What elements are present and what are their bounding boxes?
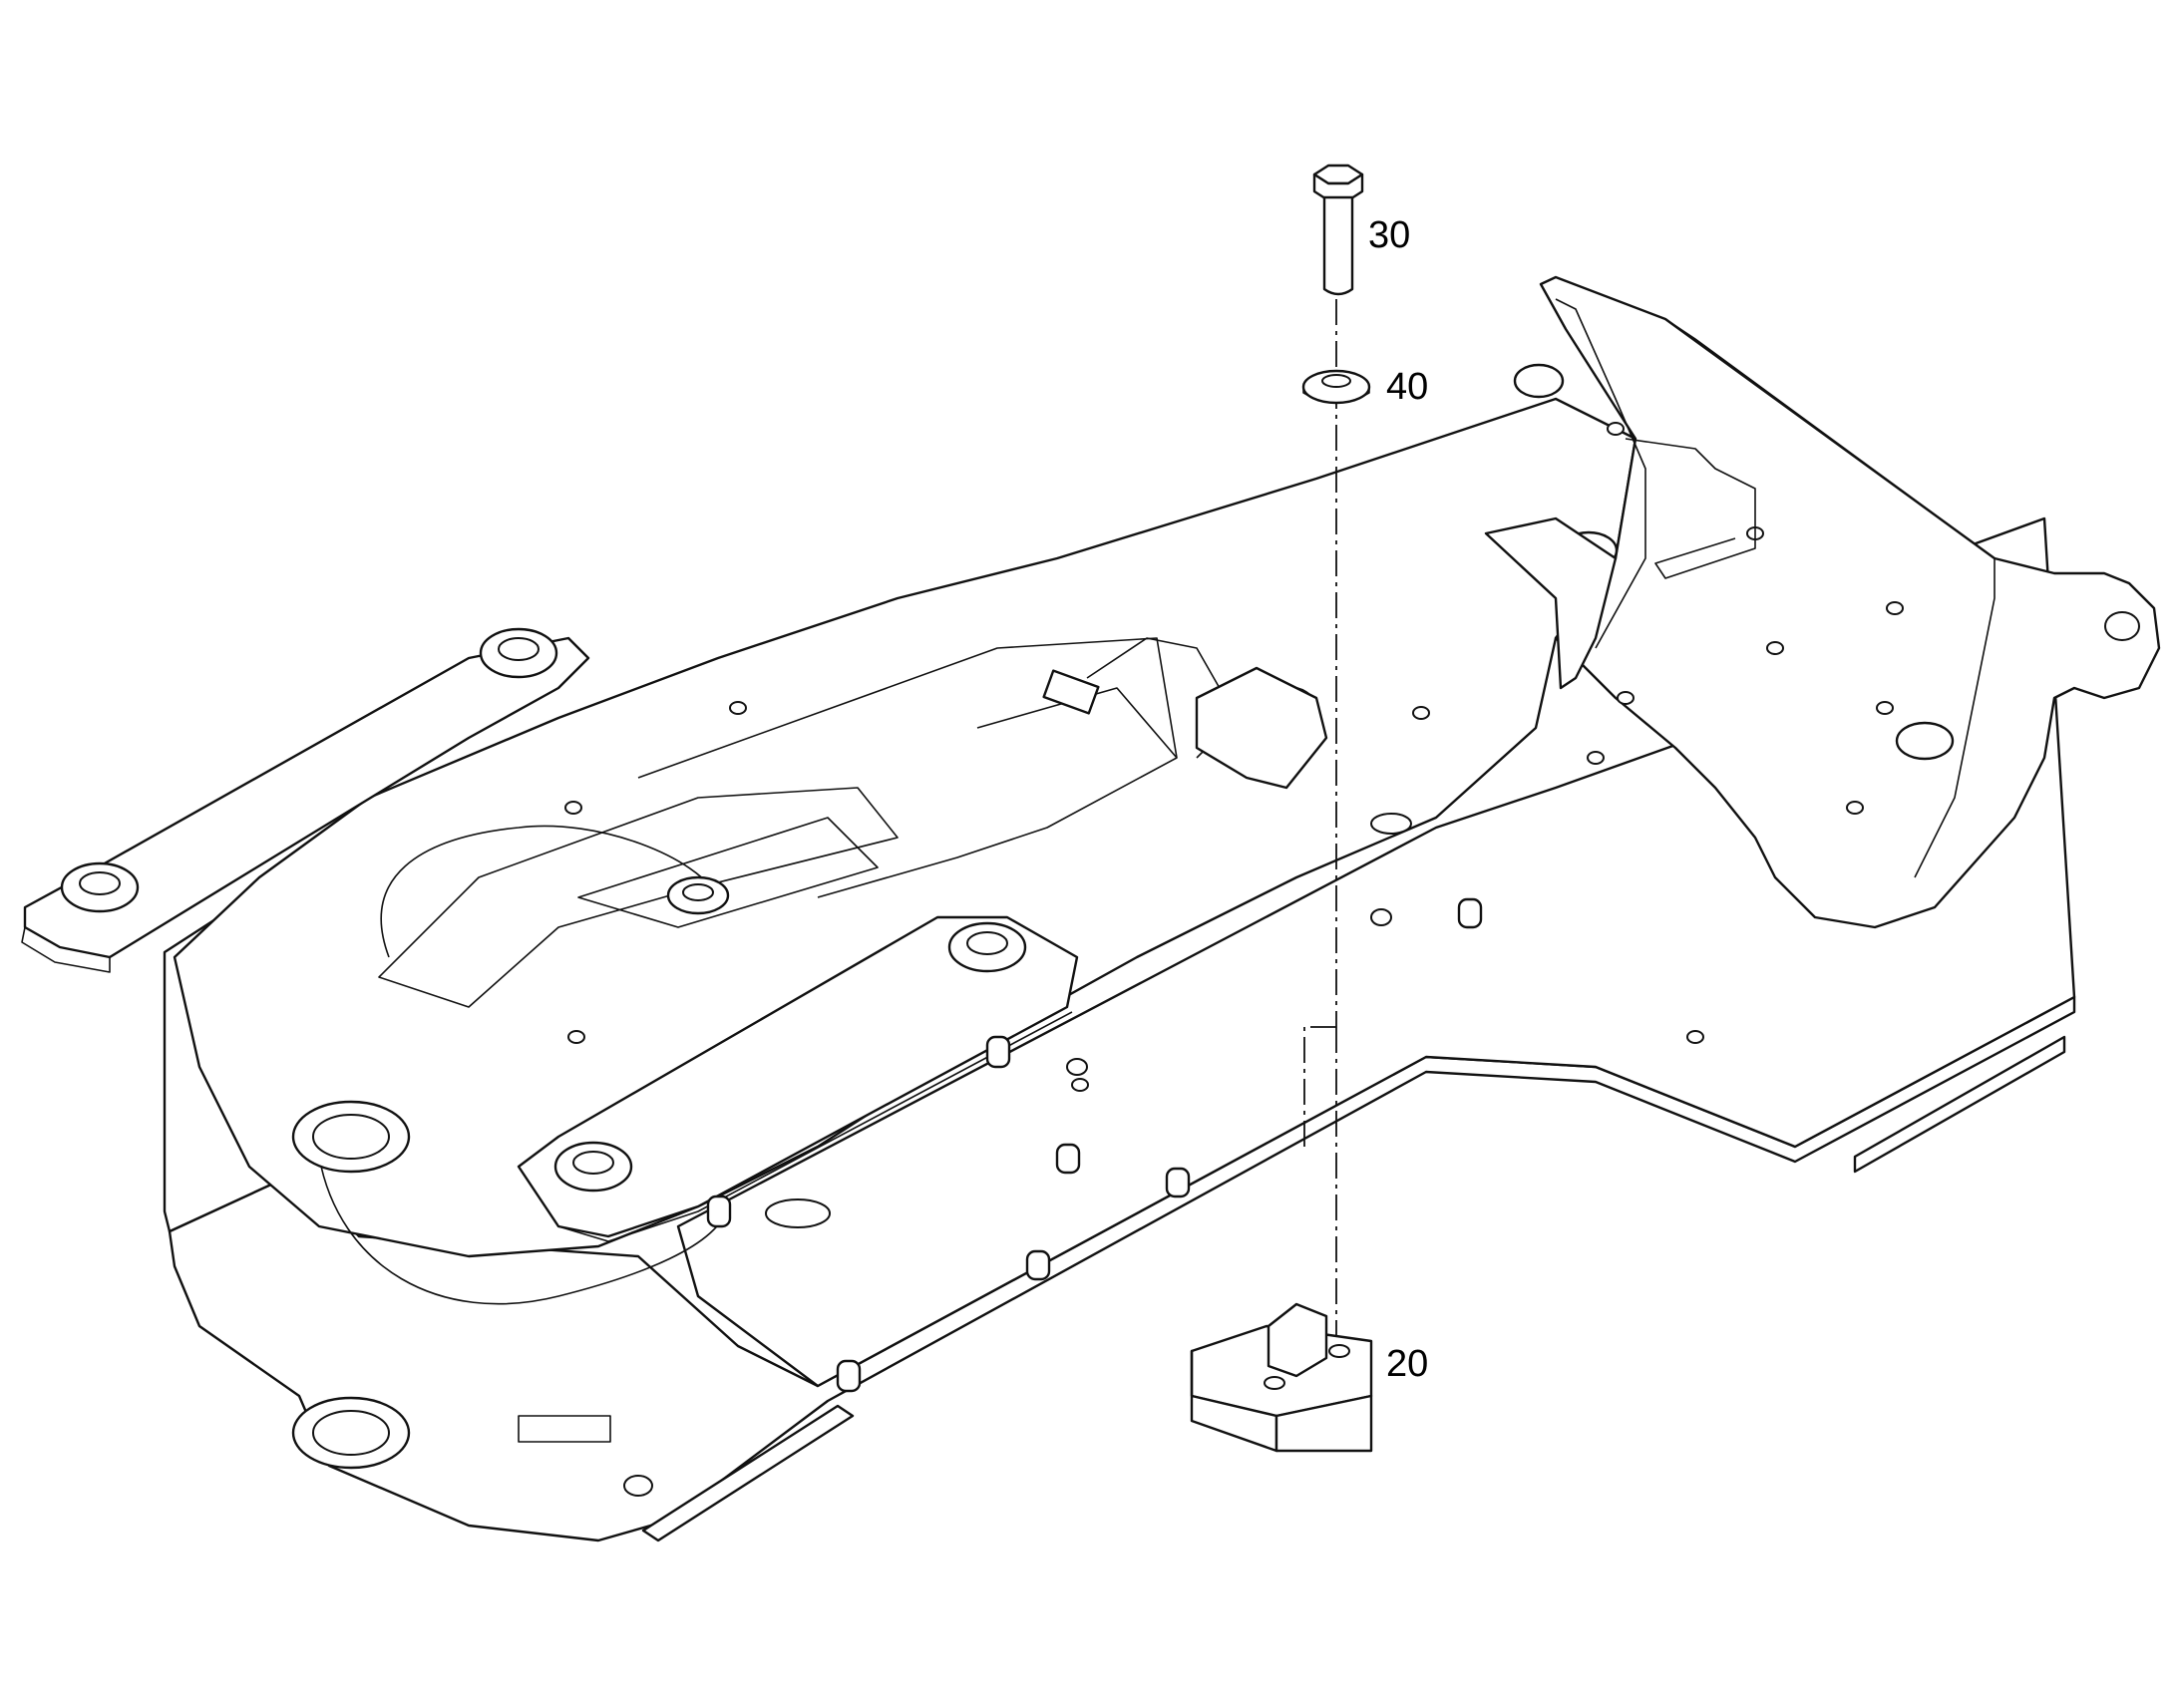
undercarriage-frame xyxy=(21,275,2161,1542)
right-side-wall xyxy=(676,516,2076,1388)
upper-oval-window xyxy=(380,825,719,958)
upper-slewing-ring-bore xyxy=(312,1114,390,1160)
mid-bracket-plate xyxy=(1484,516,1618,690)
counterweight-block xyxy=(1190,1302,1373,1453)
center-mount xyxy=(517,915,1079,1238)
connector-plate xyxy=(1042,669,1100,715)
inner-plate-1 xyxy=(378,787,899,1008)
mid-bracket xyxy=(1195,666,1328,790)
bolt xyxy=(1312,164,1364,296)
lower-slewing-ring-bore xyxy=(312,1410,390,1456)
rear-bracket xyxy=(1539,275,2161,929)
callout-40: 40 xyxy=(1386,366,1428,408)
terminal-strip xyxy=(518,1415,611,1443)
assembly-axis xyxy=(1303,299,1337,1336)
inner-plate-2 xyxy=(577,817,879,928)
lower-edge-strip xyxy=(641,1404,855,1542)
bosses xyxy=(60,363,1955,1193)
callout-20: 20 xyxy=(1386,1343,1428,1385)
rear-lever xyxy=(1625,438,1756,579)
rear-pin-hole xyxy=(2104,611,2140,641)
inner-rail-2 xyxy=(976,687,1178,759)
exploded-parts xyxy=(1190,164,1373,1453)
lower-oval-window xyxy=(318,1156,729,1305)
rear-bracket-edge xyxy=(1664,318,1996,878)
right-edge-strip xyxy=(1853,1035,2066,1174)
rear-bracket-inner xyxy=(1555,298,1646,649)
slots-and-holes xyxy=(564,422,1904,1497)
center-mount-edge xyxy=(518,1011,1073,1242)
pins xyxy=(706,897,1483,1393)
callout-30: 30 xyxy=(1368,214,1410,256)
front-cross-member-edge xyxy=(21,926,111,973)
washer xyxy=(1301,369,1371,405)
